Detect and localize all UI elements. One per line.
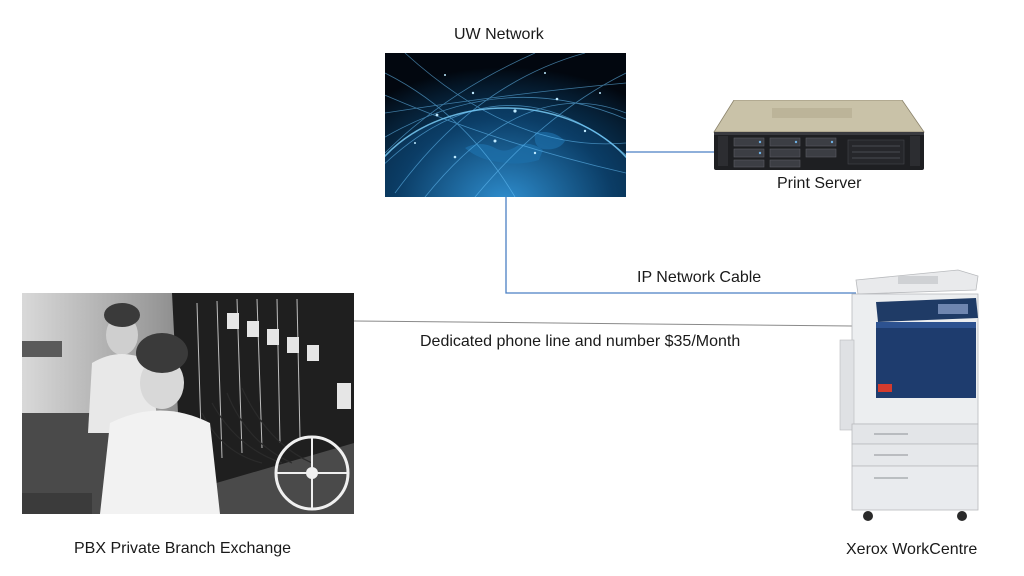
- uw-network-globe-image: [385, 53, 626, 197]
- link-ip-network-cable: [505, 197, 856, 294]
- print-server-image: [712, 100, 926, 172]
- pbx-switchboard-photo: [22, 293, 354, 514]
- ip-network-cable-label: IP Network Cable: [637, 269, 762, 286]
- link-dedicated-phone-line: [353, 320, 853, 327]
- phone-line-label: Dedicated phone line and number $35/Mont…: [420, 333, 741, 350]
- uw-network-label: UW Network: [454, 26, 544, 43]
- xerox-label: Xerox WorkCentre: [846, 541, 978, 558]
- pbx-label: PBX Private Branch Exchange: [74, 540, 292, 557]
- print-server-label: Print Server: [777, 175, 862, 192]
- xerox-workcentre-printer-image: [838, 266, 980, 524]
